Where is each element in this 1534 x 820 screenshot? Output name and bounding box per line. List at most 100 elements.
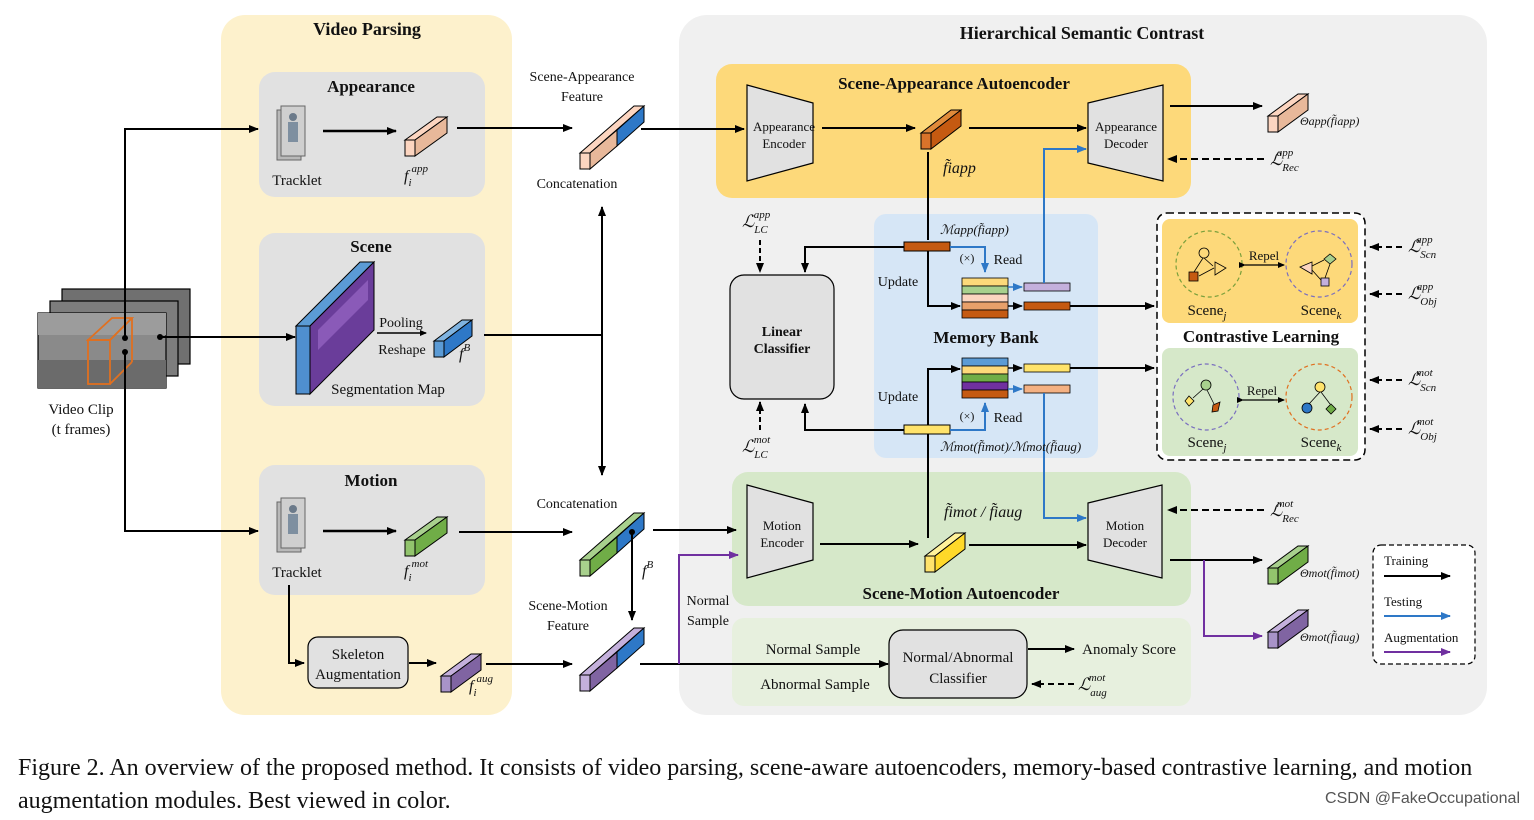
theta-app-output — [1266, 93, 1310, 133]
skeleton-augmentation-box — [307, 636, 409, 689]
motion-encoder-label-1: Motion — [763, 518, 802, 533]
f-mot-label: fimot — [404, 558, 429, 584]
method-overview-diagram: Video Parsing Hierarchical Semantic Cont… — [37, 15, 1487, 715]
scene-j-app-label: Scenej — [1188, 303, 1227, 322]
linear-classifier-box — [729, 274, 835, 400]
appearance-encoder-label-1: Appearance — [753, 119, 815, 134]
scene-motion-feature-label-2: Feature — [547, 619, 589, 634]
anomaly-score-label: Anomaly Score — [1082, 642, 1176, 658]
ft-mot-label: f̃imot / f̃iaug — [944, 503, 1022, 521]
motion-decoder — [1087, 484, 1163, 579]
concatenation-mot-label: Concatenation — [537, 497, 618, 512]
times-mot-label: (×) — [960, 409, 975, 423]
memory-app-slots — [961, 277, 1009, 319]
appearance-title: Appearance — [327, 77, 415, 96]
m-mot-label: ℳmot(f̃imot)/ℳmot(f̃iaug) — [940, 439, 1081, 454]
contrastive-loss-arrows — [1369, 243, 1402, 433]
theta-mot-label: Θmot(f̃imot) — [1300, 565, 1359, 580]
motion-encoder-label-2: Encoder — [760, 535, 804, 550]
normal-abnormal-label: Normal/Abnormal — [903, 650, 1014, 666]
mem-app-sel-slot — [1023, 301, 1071, 311]
scene-k-mot — [1285, 363, 1353, 431]
video-clip-label: Video Clip — [48, 402, 113, 418]
video-clip — [37, 288, 191, 389]
reshape-label: Reshape — [378, 343, 425, 358]
m-mot-query — [903, 424, 951, 435]
l-scn-mot-label: ℒScnmot — [1408, 367, 1437, 394]
abnormal-sample-label: Abnormal Sample — [760, 677, 870, 693]
l-aug-label: ℒaugmot — [1078, 672, 1107, 699]
mem-mot-read-slot — [1023, 384, 1071, 394]
memory-bank-title: Memory Bank — [933, 328, 1039, 347]
pooling-label: Pooling — [379, 316, 423, 331]
appearance-decoder — [1087, 84, 1164, 182]
update-mot-label: Update — [878, 390, 918, 405]
repel-app-label: Repel — [1249, 248, 1280, 263]
theta-aug-output — [1266, 609, 1310, 649]
scene-motion-feature-concat — [578, 511, 646, 578]
theta-app-label: Θapp(f̃iapp) — [1300, 113, 1359, 128]
l-scn-app-label: ℒScnapp — [1408, 234, 1437, 261]
l-lc-mot-label: ℒLCmot — [742, 434, 771, 461]
scene-k-app — [1285, 230, 1353, 298]
f-aug-feature — [439, 653, 483, 693]
l-rec-app-label: ℒRecapp — [1270, 147, 1299, 174]
l-lc-app-label: ℒLCapp — [742, 209, 771, 236]
ft-app-label: f̃iapp — [943, 159, 976, 177]
video-clip-frames: (t frames) — [52, 422, 111, 438]
scene-appearance-feature-label-2: Feature — [561, 90, 603, 105]
ft-app-latent — [919, 108, 963, 151]
m-app-label: ℳapp(f̃iapp) — [940, 222, 1009, 237]
scene-j-mot — [1172, 363, 1240, 431]
read-app-label: Read — [994, 253, 1023, 268]
read-mot-label: Read — [994, 411, 1023, 426]
repel-mot-label: Repel — [1247, 383, 1278, 398]
times-app-label: (×) — [960, 251, 975, 265]
memory-mot-slots — [961, 357, 1009, 399]
mem-app-read-slot — [1023, 282, 1071, 292]
memory-bank-panel — [874, 214, 1098, 458]
f-aug-label: fiaug — [469, 673, 494, 699]
appearance-module — [259, 72, 485, 197]
augmentation-label: Augmentation — [315, 667, 401, 683]
l-obj-mot-label: ℒObjmot — [1408, 416, 1437, 443]
scene-k-mot-label: Scenek — [1301, 435, 1343, 454]
mem-mot-sel-slot — [1023, 363, 1071, 373]
f-app-feature — [403, 116, 449, 157]
scene-appearance-feature-label-1: Scene-Appearance — [530, 70, 635, 85]
skeleton-label: Skeleton — [332, 647, 385, 663]
normal-abnormal-classifier-box — [888, 629, 1028, 699]
normal-sample-label: Normal Sample — [766, 642, 861, 658]
f-b-label-2: fB — [642, 559, 653, 580]
appearance-encoder — [746, 84, 814, 182]
motion-tracklet-label: Tracklet — [272, 565, 322, 581]
legend-augmentation-label: Augmentation — [1384, 630, 1459, 645]
theta-aug-label: Θmot(f̃iaug) — [1300, 629, 1359, 644]
scene-title: Scene — [350, 237, 392, 256]
scene-j-mot-label: Scenej — [1188, 435, 1227, 454]
legend-training-label: Training — [1384, 553, 1429, 568]
linear-label: Linear — [762, 325, 802, 340]
appearance-tracklet-icon — [276, 105, 306, 161]
motion-tracklet-icon — [276, 497, 306, 553]
classifier-label: Classifier — [754, 342, 811, 357]
motion-decoder-label-1: Motion — [1106, 518, 1145, 533]
tracklet-to-skeleton-connector — [288, 585, 305, 667]
l-obj-app-label: ℒObjapp — [1408, 281, 1437, 308]
sample-label: Sample — [687, 614, 729, 629]
f-mot-feature — [403, 516, 449, 557]
figure-caption: Figure 2. An overview of the proposed me… — [18, 755, 1473, 814]
appearance-decoder-label-1: Appearance — [1095, 119, 1157, 134]
scene-appearance-autoencoder-title: Scene-Appearance Autoencoder — [838, 74, 1070, 93]
appearance-decoder-label-2: Decoder — [1104, 136, 1149, 151]
scene-motion-feature-aug — [578, 626, 646, 693]
appearance-encoder-label-2: Encoder — [762, 136, 806, 151]
hierarchical-title: Hierarchical Semantic Contrast — [960, 23, 1205, 43]
classifier-2-label: Classifier — [929, 671, 987, 687]
motion-title: Motion — [345, 471, 398, 490]
theta-mot-output — [1266, 545, 1310, 585]
video-clip-connectors — [124, 125, 296, 535]
video-parsing-title: Video Parsing — [313, 19, 421, 39]
concatenation-app-label: Concatenation — [537, 177, 618, 192]
legend-testing-label: Testing — [1384, 594, 1423, 609]
